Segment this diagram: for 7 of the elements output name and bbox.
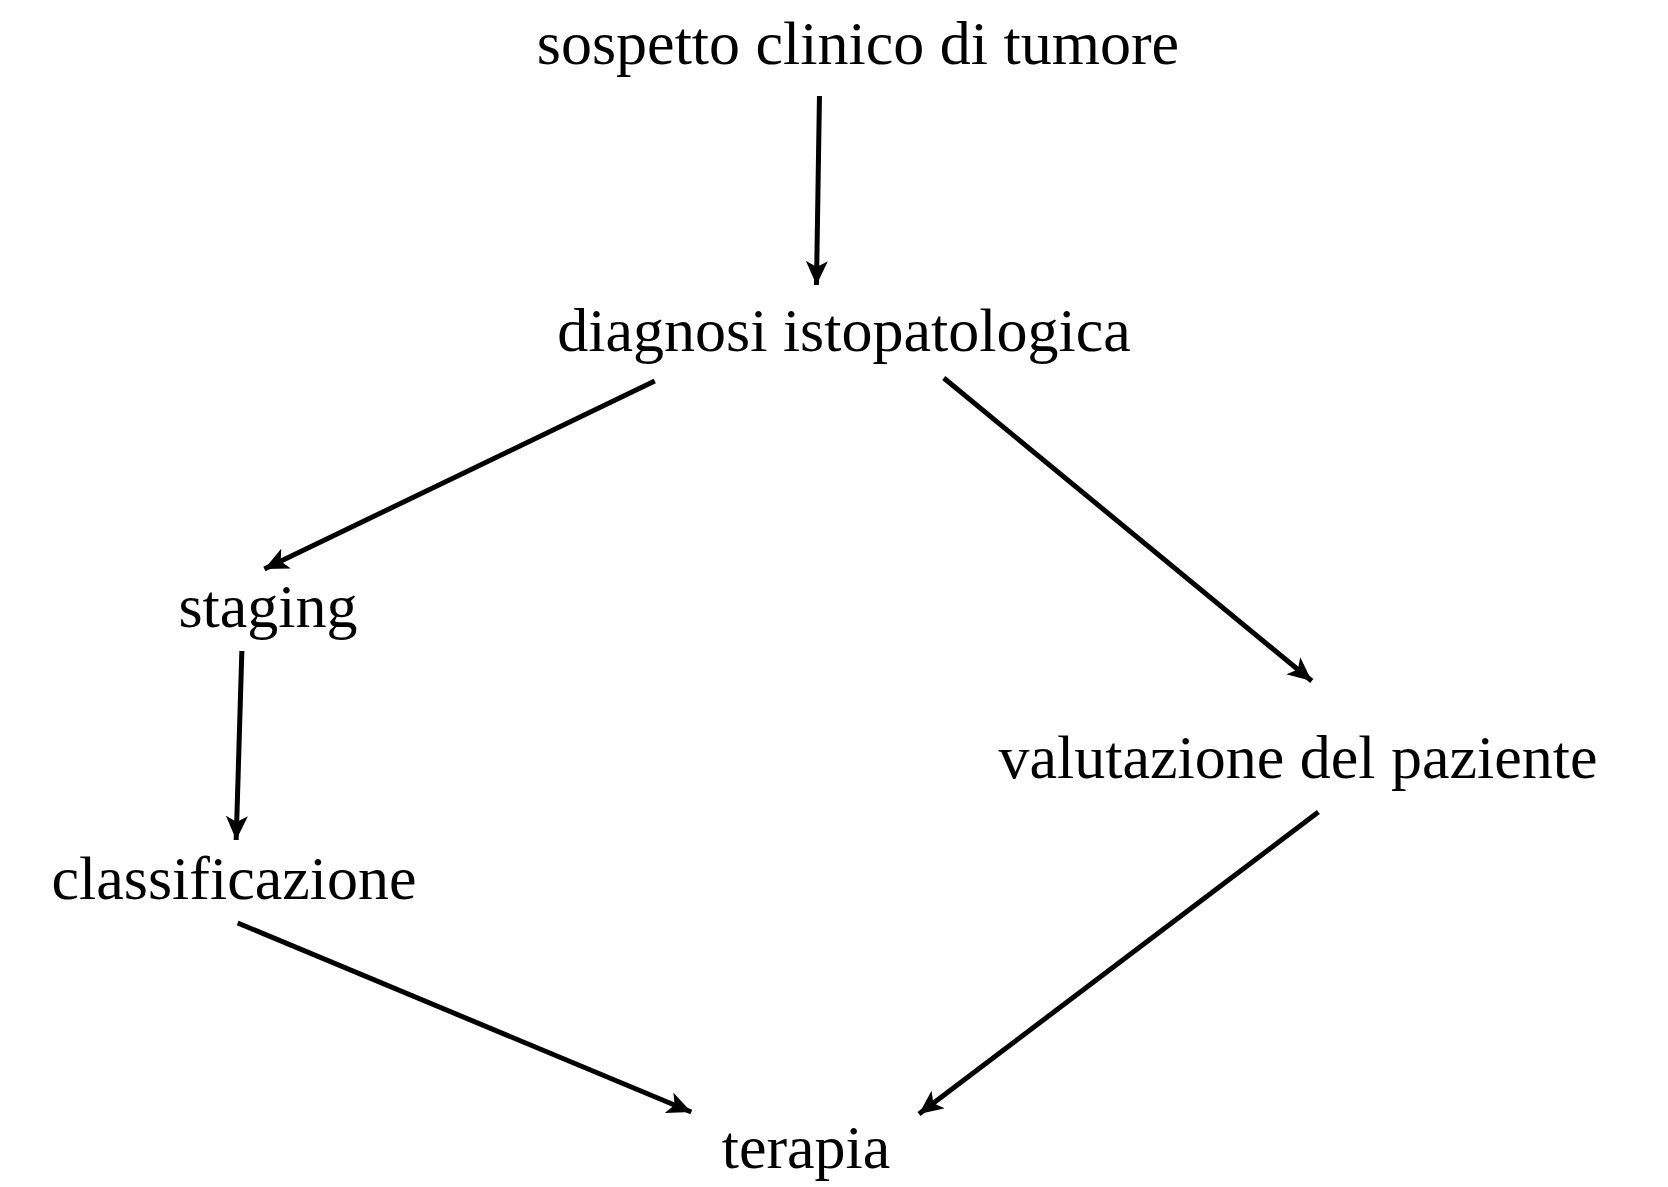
arrow [236,920,693,1115]
arrow [942,376,1314,683]
step-label: classificazione [51,847,417,909]
arrow [805,95,828,286]
arrow [263,378,656,572]
arrow [225,650,248,841]
arrow [917,810,1320,1116]
